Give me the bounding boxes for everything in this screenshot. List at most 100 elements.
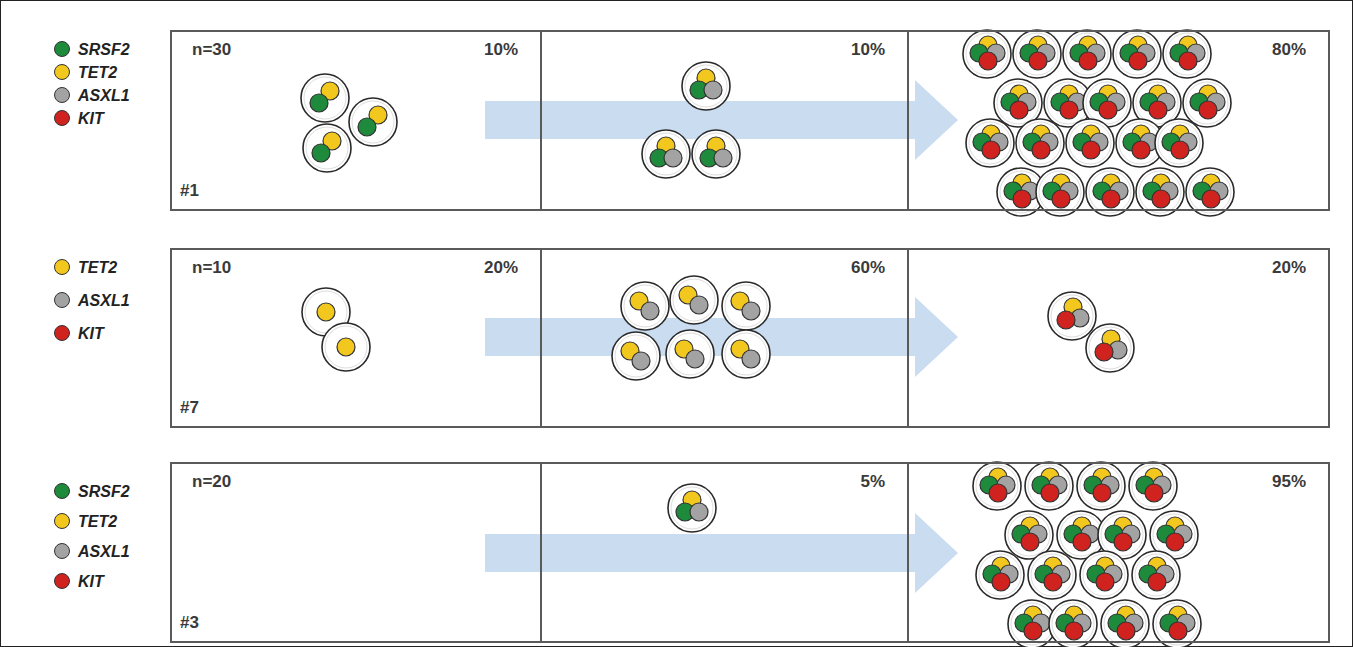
clone-cell bbox=[1036, 168, 1084, 216]
legend-swatch bbox=[54, 110, 70, 126]
cell-inner-ring bbox=[673, 279, 715, 321]
mutation-dot bbox=[1148, 573, 1166, 591]
mutation-dot bbox=[1132, 141, 1150, 159]
cell-inner-ring bbox=[645, 133, 687, 175]
clone-cell bbox=[621, 282, 669, 330]
clone-cell bbox=[1066, 119, 1114, 167]
mutation-dot bbox=[714, 149, 732, 167]
legend-swatch bbox=[54, 325, 70, 341]
clone-cell bbox=[1080, 551, 1128, 599]
mutation-dot bbox=[704, 81, 722, 99]
mutation-dot bbox=[312, 144, 330, 162]
clone-cell bbox=[642, 130, 690, 178]
cell-inner-ring bbox=[1158, 122, 1200, 164]
mutation-dot bbox=[1096, 573, 1114, 591]
mutation-dot bbox=[1199, 101, 1217, 119]
clone-fraction: 20% bbox=[484, 258, 518, 278]
cell-inner-ring bbox=[685, 65, 727, 107]
cell-inner-ring bbox=[1089, 171, 1131, 213]
cell-outline bbox=[1136, 168, 1184, 216]
cell-inner-ring bbox=[615, 335, 657, 377]
clone-cell bbox=[682, 62, 730, 110]
cell-inner-ring bbox=[1139, 171, 1181, 213]
cell-outline bbox=[666, 330, 714, 378]
clone-cell bbox=[322, 323, 370, 371]
cell-inner-ring bbox=[325, 326, 367, 368]
cell-outline bbox=[1183, 79, 1231, 127]
mutation-dot bbox=[1099, 101, 1117, 119]
cell-outline bbox=[1186, 168, 1234, 216]
clone-cell bbox=[1153, 600, 1201, 647]
cell-inner-ring bbox=[695, 133, 737, 175]
cell-outline bbox=[1036, 168, 1084, 216]
gene-name: ASXL1 bbox=[78, 86, 130, 106]
clone-cell bbox=[1113, 30, 1161, 78]
cell-inner-ring bbox=[1019, 122, 1061, 164]
cell-inner-ring bbox=[1136, 82, 1178, 124]
cell-outline bbox=[1132, 551, 1180, 599]
cell-inner-ring bbox=[976, 465, 1018, 507]
cell-outline bbox=[349, 98, 397, 146]
mutation-dot bbox=[1093, 484, 1111, 502]
mutation-dot bbox=[317, 303, 335, 321]
cell-outline bbox=[1048, 292, 1096, 340]
cell-inner-ring bbox=[969, 122, 1011, 164]
mutation-dot bbox=[1171, 141, 1189, 159]
cell-outline bbox=[1129, 462, 1177, 510]
clone-cell bbox=[722, 282, 770, 330]
cell-outline bbox=[322, 323, 370, 371]
mutation-dot bbox=[1129, 52, 1147, 70]
mutation-dot bbox=[1057, 311, 1075, 329]
stage-panel: n=3010%#1 bbox=[170, 30, 542, 211]
cell-outline bbox=[1086, 324, 1134, 372]
stage-panel: 5% bbox=[540, 462, 909, 643]
sample-count: n=10 bbox=[192, 258, 231, 278]
cell-inner-ring bbox=[966, 33, 1008, 75]
cell-inner-ring bbox=[1135, 554, 1177, 596]
cell-inner-ring bbox=[1008, 514, 1050, 556]
mutation-dot bbox=[310, 94, 328, 112]
clone-cell bbox=[963, 30, 1011, 78]
sample-count: n=30 bbox=[192, 40, 231, 60]
mutation-dot bbox=[1095, 343, 1113, 361]
stage-panel: 60% bbox=[540, 248, 909, 428]
cell-outline bbox=[1025, 462, 1073, 510]
mutation-dot bbox=[337, 338, 355, 356]
stage-panel: 80% bbox=[907, 30, 1330, 211]
clone-cell bbox=[1132, 551, 1180, 599]
mutation-dot bbox=[1166, 533, 1184, 551]
clone-cell bbox=[1183, 79, 1231, 127]
clone-cell bbox=[1186, 168, 1234, 216]
clone-cell bbox=[973, 462, 1021, 510]
clone-cell bbox=[1129, 462, 1177, 510]
patient-number: #3 bbox=[180, 613, 199, 633]
mutation-dot bbox=[1202, 190, 1220, 208]
cell-outline bbox=[1028, 551, 1076, 599]
mutation-dot bbox=[1152, 190, 1170, 208]
cell-inner-ring bbox=[1016, 33, 1058, 75]
cell-outline bbox=[963, 30, 1011, 78]
cell-outline bbox=[1066, 119, 1114, 167]
clone-cell bbox=[668, 484, 716, 532]
mutation-dot bbox=[1179, 52, 1197, 70]
stage-panel: 95% bbox=[907, 462, 1330, 643]
mutation-dot bbox=[742, 302, 760, 320]
cell-inner-ring bbox=[1156, 603, 1198, 645]
mutation-dot bbox=[358, 118, 376, 136]
mutation-dot bbox=[1102, 190, 1120, 208]
cell-outline bbox=[1153, 600, 1201, 647]
progression-arrow bbox=[485, 513, 958, 593]
clone-cell bbox=[1136, 168, 1184, 216]
clone-cell bbox=[1013, 30, 1061, 78]
gene-name: KIT bbox=[78, 572, 104, 592]
legend-swatch bbox=[54, 292, 70, 308]
cell-inner-ring bbox=[1069, 122, 1111, 164]
cell-outline bbox=[1113, 30, 1161, 78]
cell-inner-ring bbox=[1089, 327, 1131, 369]
cell-outline bbox=[670, 276, 718, 324]
mutation-dot bbox=[1060, 101, 1078, 119]
stage-panel: 20% bbox=[907, 248, 1330, 428]
cell-inner-ring bbox=[1051, 295, 1093, 337]
clone-cell bbox=[1086, 324, 1134, 372]
cell-inner-ring bbox=[1052, 603, 1094, 645]
